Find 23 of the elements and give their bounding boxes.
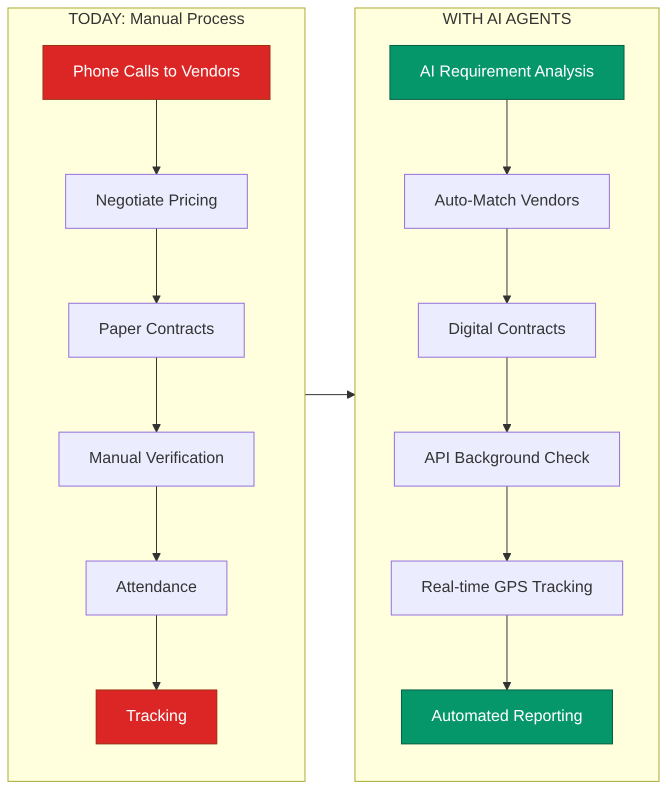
node-box: AI Requirement Analysis bbox=[389, 45, 625, 100]
arrow bbox=[502, 228, 512, 304]
arrow bbox=[502, 486, 512, 562]
arrow bbox=[152, 228, 161, 304]
node-box: Tracking bbox=[96, 690, 218, 745]
node-box: Automated Reporting bbox=[400, 690, 613, 745]
node-box: Phone Calls to Vendors bbox=[42, 45, 270, 100]
arrow bbox=[152, 99, 161, 176]
node-box: Auto-Match Vendors bbox=[404, 174, 610, 230]
arrow bbox=[502, 357, 512, 433]
arrow bbox=[502, 614, 512, 691]
arrow bbox=[304, 390, 356, 400]
node-box: Paper Contracts bbox=[68, 303, 245, 358]
arrow bbox=[502, 99, 512, 176]
arrow bbox=[152, 357, 161, 433]
arrow bbox=[152, 486, 161, 562]
node-box: Attendance bbox=[86, 560, 228, 616]
node-box: Digital Contracts bbox=[418, 303, 596, 358]
node-box: Real-time GPS Tracking bbox=[390, 560, 624, 616]
node-box: API Background Check bbox=[394, 432, 620, 487]
node-box: Manual Verification bbox=[58, 432, 254, 487]
node-box: Negotiate Pricing bbox=[65, 174, 248, 230]
arrow bbox=[152, 614, 161, 691]
